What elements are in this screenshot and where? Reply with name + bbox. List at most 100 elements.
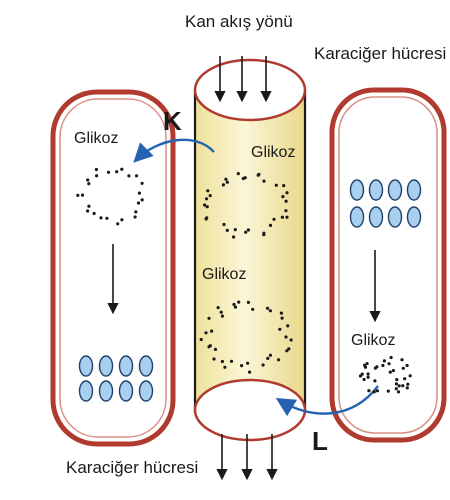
glucose-dot — [232, 302, 236, 307]
glucose-dot — [240, 364, 244, 368]
glucose-dot — [284, 209, 288, 213]
glycogen-granule — [118, 380, 134, 402]
glucose-dot — [256, 173, 260, 177]
blood-flow-out-arrows — [216, 434, 278, 481]
glycogen-granule — [368, 206, 384, 228]
right-liver-cell — [329, 87, 447, 443]
vessel-bottom-glucose-dots — [199, 300, 293, 374]
glucose-dot — [133, 215, 137, 219]
glucose-dot — [395, 378, 399, 382]
glucose-dot — [246, 300, 250, 304]
glucose-dot — [366, 372, 370, 376]
glucose-dot — [140, 181, 144, 185]
glucose-dot — [405, 386, 409, 390]
l-transfer-arrow — [275, 385, 379, 417]
glucose-dot — [205, 216, 209, 220]
glucose-dot — [106, 170, 111, 174]
glucose-dot — [363, 365, 368, 369]
glucose-dot — [203, 203, 207, 207]
glucose-dot — [204, 197, 209, 201]
glucose-dot — [285, 349, 289, 353]
glucose-dot — [243, 176, 247, 180]
glucose-dot — [268, 309, 272, 313]
glucose-dot — [262, 231, 266, 235]
glucose-dot — [366, 375, 370, 379]
glucose-dot — [381, 363, 385, 368]
glucose-dot — [206, 189, 210, 193]
glucose-dot — [266, 306, 270, 310]
glucose-dot — [116, 222, 120, 226]
glucose-dot — [210, 329, 214, 333]
glucose-dot — [279, 311, 283, 315]
left-cell-glycogen-granules — [78, 355, 154, 402]
glucose-dot — [95, 174, 99, 178]
glucose-dot — [86, 178, 90, 182]
glucose-dot — [220, 359, 224, 364]
glucose-dot — [223, 365, 227, 369]
glucose-dot — [246, 361, 250, 365]
glucose-dot — [266, 356, 270, 360]
glucose-dot — [86, 209, 90, 213]
glucose-label-right-cell: Glikoz — [351, 332, 396, 349]
glycogen-granule — [118, 355, 134, 377]
glucose-dot — [244, 230, 248, 234]
glucose-dot — [268, 353, 272, 357]
glucose-dot — [220, 314, 224, 318]
glucose-dot — [120, 218, 124, 222]
glucose-dot — [403, 377, 407, 381]
vessel-top-glucose-dots — [203, 172, 289, 239]
glucose-dot — [222, 222, 226, 227]
glucose-dot — [285, 215, 289, 219]
glycogen-granule — [78, 355, 94, 377]
glucose-dot — [94, 167, 98, 172]
glucose-dot — [391, 369, 395, 373]
glucose-dot — [281, 195, 285, 199]
glucose-dot — [136, 201, 141, 205]
glucose-dot — [287, 347, 291, 351]
glucose-dot — [137, 191, 141, 195]
glucose-dot — [87, 204, 91, 208]
glucose-dot — [280, 316, 284, 320]
glucose-dot — [237, 300, 241, 304]
glucose-dot — [373, 379, 377, 383]
glucose-dot — [224, 177, 228, 181]
glucose-dot — [388, 370, 392, 374]
glucose-dot — [76, 193, 80, 197]
glucose-label-vessel-bottom: Glikoz — [202, 266, 247, 283]
glucose-dot — [358, 374, 363, 378]
glucose-dot — [205, 205, 209, 209]
glucose-dot — [262, 179, 266, 183]
glucose-dot — [87, 182, 91, 186]
glucose-dot — [272, 217, 276, 221]
right-cell-glucose-dots — [358, 355, 412, 394]
glucose-dot — [219, 310, 223, 314]
glucose-label-left-cell: Glikoz — [74, 130, 119, 147]
glycogen-granule — [78, 380, 94, 402]
glucose-dot — [212, 357, 216, 361]
glucose-dot — [386, 389, 390, 393]
glycogen-granule — [349, 179, 365, 201]
glucose-dot — [362, 377, 366, 382]
glucose-dot — [373, 366, 377, 370]
glucose-dot — [277, 358, 281, 362]
left-cell-glucose-dots — [76, 167, 144, 226]
right-cell-glycogen-granules — [349, 179, 422, 228]
blood-flow-in-arrows — [214, 56, 272, 103]
glucose-dot — [367, 389, 371, 393]
glucose-dot — [282, 184, 286, 188]
glucose-dot — [284, 335, 288, 339]
glucose-dot — [134, 210, 138, 214]
glycogen-granule — [368, 179, 384, 201]
glucose-dot — [99, 216, 103, 220]
glucose-dot — [394, 382, 398, 386]
glucose-dot — [140, 198, 144, 202]
glucose-dot — [280, 215, 284, 219]
glucose-dot — [216, 306, 220, 310]
glucose-dot — [408, 374, 412, 378]
glucose-dot — [397, 384, 401, 388]
glucose-dot — [208, 194, 212, 198]
glucose-dot — [286, 324, 290, 328]
glucose-dot — [365, 362, 369, 366]
glucose-dot — [134, 174, 139, 178]
